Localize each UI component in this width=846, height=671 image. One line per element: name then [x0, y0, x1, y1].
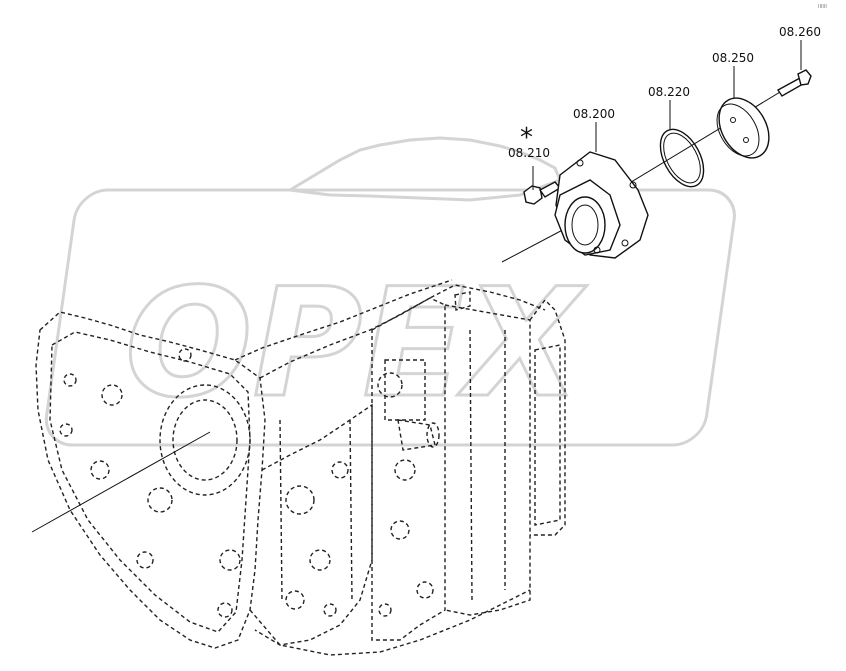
- screw-08260: [776, 69, 812, 97]
- callout-label-08210: 08.210: [508, 146, 550, 160]
- housing-cylinder-stub: [397, 419, 436, 451]
- leader-line-housing: [31, 431, 211, 533]
- callout-label-08260: 08.260: [779, 25, 821, 39]
- corner-mark: IIIIII: [818, 4, 827, 10]
- callout-label-08250: 08.250: [712, 51, 754, 65]
- watermark-frame: [44, 188, 736, 447]
- housing-main-bore: [159, 384, 251, 496]
- watermark-text: OPEX: [125, 257, 587, 431]
- bolt-08210: [523, 181, 562, 205]
- watermark-gear-outline: [285, 136, 562, 202]
- callout-marker-08210: *: [520, 123, 533, 153]
- callout-label-08200: 08.200: [573, 107, 615, 121]
- housing-end-cover: [529, 298, 566, 536]
- callout-label-08220: 08.220: [648, 85, 690, 99]
- transmission-housing: [35, 279, 566, 656]
- housing-center-body: [254, 403, 373, 646]
- watermark-logo: OPEX: [44, 136, 736, 447]
- o-ring-08220: [659, 128, 705, 188]
- cover-disk-08250: [716, 97, 770, 159]
- housing-right-block: [371, 297, 446, 641]
- flange-hub-08200: [554, 151, 649, 259]
- leader-line-bore: [501, 224, 573, 263]
